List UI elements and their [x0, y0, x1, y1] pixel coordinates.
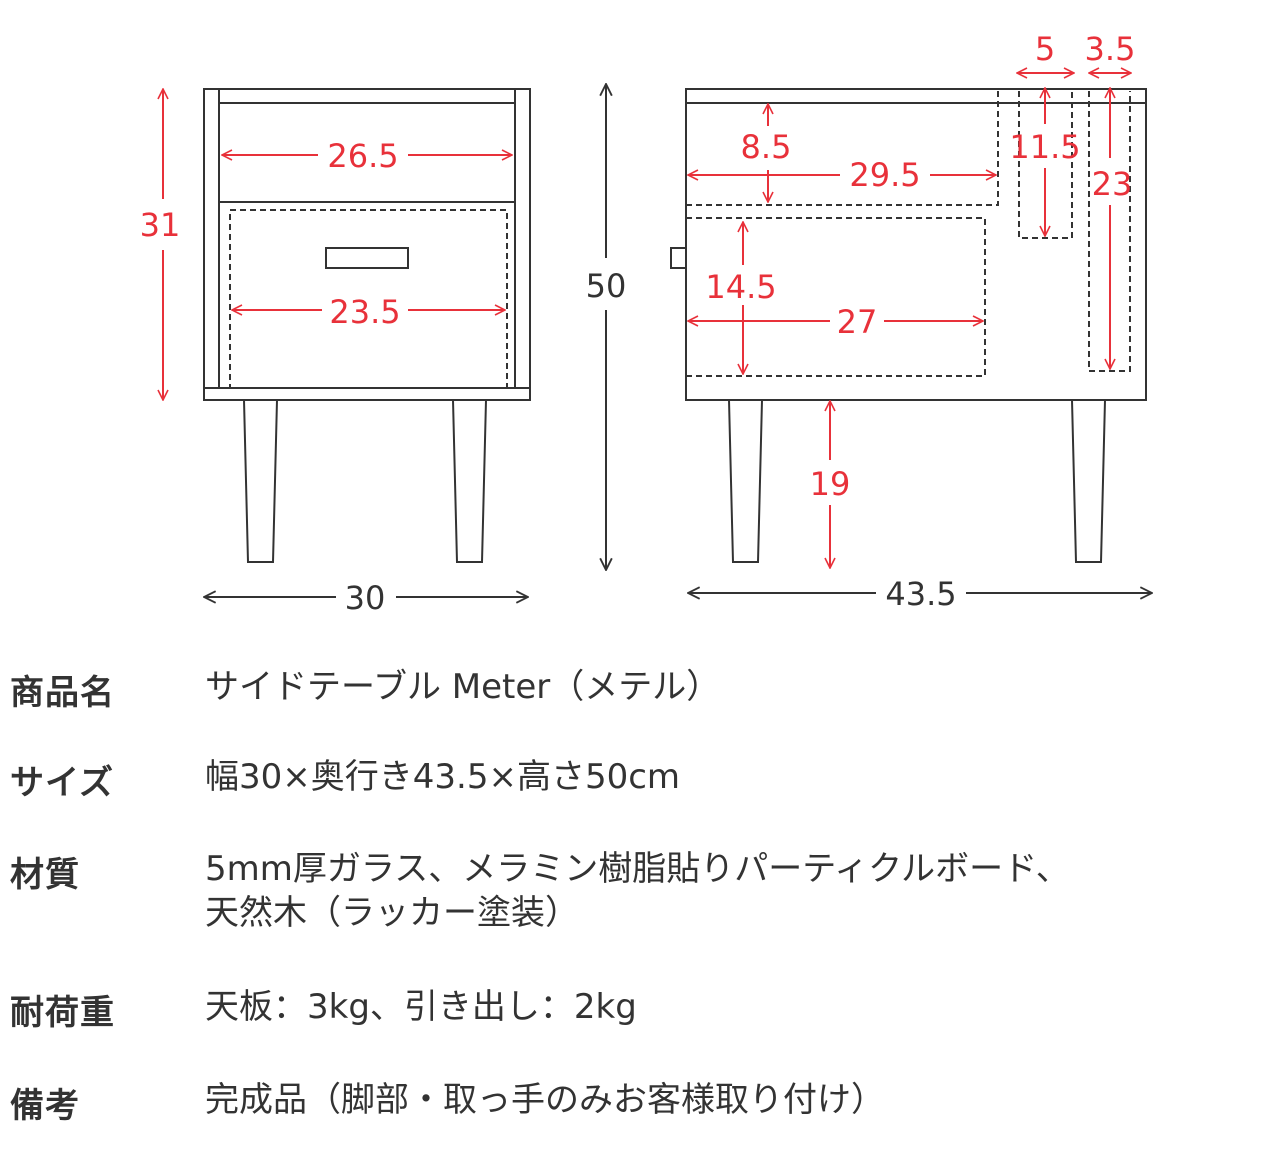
leg-height-label: 19 — [810, 465, 851, 503]
shelf-depth-label: 29.5 — [849, 156, 920, 194]
front-right-leg — [451, 399, 488, 563]
spec-label: 耐荷重 — [10, 993, 115, 1033]
shelf-width-label: 26.5 — [327, 137, 398, 175]
spec-label: 材質 — [10, 855, 80, 895]
spec-value: 5mm厚ガラス、メラミン樹脂貼りパーティクルボード、 天然木（ラッカー塗装） — [205, 847, 1255, 935]
spec-value-line: サイドテーブル Meter（メテル） — [205, 667, 721, 707]
side-front-leg — [727, 399, 764, 563]
spec-label: サイズ — [10, 763, 114, 803]
height-body-label: 31 — [140, 206, 181, 244]
overall-depth-label: 43.5 — [885, 575, 956, 613]
front-left-leg — [242, 399, 279, 563]
shelf-space-outline — [686, 91, 999, 206]
glass-slot-outline — [1018, 91, 1073, 239]
spec-label: 備考 — [10, 1086, 80, 1126]
spec-value: 天板：3kg、引き出し：2kg — [205, 985, 1255, 1029]
side-slot-outline — [1088, 91, 1131, 372]
shelf-height-label: 8.5 — [741, 128, 792, 166]
drawer-handle — [325, 247, 409, 269]
drawer-depth-label: 27 — [837, 303, 878, 341]
drawer-height-label: 14.5 — [705, 268, 776, 306]
front-view — [203, 88, 531, 563]
front-drawer-outline — [229, 209, 508, 389]
side-slot-width-label: 3.5 — [1085, 30, 1136, 68]
side-body-outline — [685, 88, 1147, 401]
front-body-outline — [203, 88, 531, 401]
spec-value: 幅30×奥行き43.5×高さ50cm — [205, 755, 1255, 799]
spec-label: 商品名 — [10, 673, 115, 713]
drawer-width-label: 23.5 — [329, 293, 400, 331]
glass-slot-height-label: 11.5 — [1009, 128, 1080, 166]
spec-value-line: 幅30×奥行き43.5×高さ50cm — [205, 757, 681, 797]
dimension-diagram: 31 26.5 23.5 30 50 5 3.5 8.5 29.5 11.5 2… — [140, 30, 1280, 617]
side-handle — [670, 247, 687, 269]
spec-value: 完成品（脚部・取っ手のみお客様取り付け） — [205, 1078, 1255, 1122]
glass-slot-width-label: 5 — [1035, 30, 1055, 68]
side-back-leg — [1070, 399, 1107, 563]
spec-value: サイドテーブル Meter（メテル） — [205, 665, 1255, 709]
overall-height-label: 50 — [586, 267, 627, 305]
side-view — [670, 88, 1147, 563]
side-slot-height-label: 23 — [1092, 165, 1133, 203]
spec-value-line: 天板：3kg、引き出し：2kg — [205, 987, 637, 1027]
side-hidden-lines — [686, 91, 1131, 377]
spec-value-line: 天然木（ラッカー塗装） — [205, 893, 579, 933]
spec-value-line: 5mm厚ガラス、メラミン樹脂貼りパーティクルボード、 — [205, 849, 1070, 889]
overall-width-label: 30 — [345, 579, 386, 617]
spec-value-line: 完成品（脚部・取っ手のみお客様取り付け） — [205, 1080, 885, 1120]
